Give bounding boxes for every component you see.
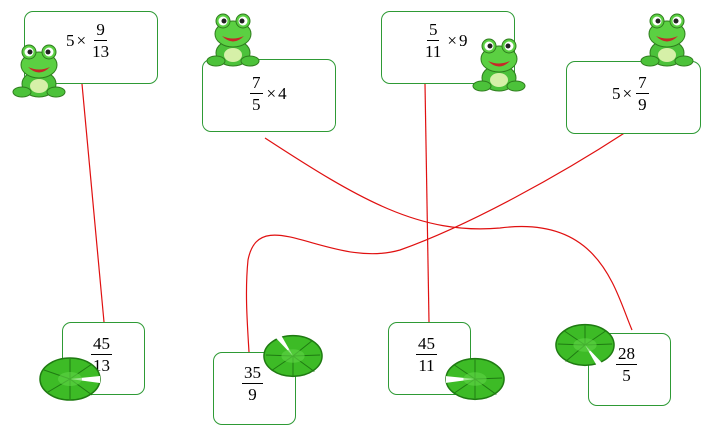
times-sign: × (447, 30, 457, 50)
denominator: 9 (248, 385, 257, 404)
question-box-2[interactable] (202, 59, 336, 132)
numerator: 45 (91, 334, 112, 355)
fraction: 9 13 (90, 20, 111, 61)
numerator: 45 (416, 334, 437, 355)
answer-fraction-3: 45 11 (414, 334, 439, 375)
lily-pad-icon (263, 334, 323, 378)
question-expression-4: 5 × 7 9 (612, 73, 651, 114)
lily-pad-icon (445, 357, 505, 401)
match-line-q4-a2 (245, 131, 627, 353)
frog-icon (640, 13, 694, 67)
denominator: 5 (622, 366, 631, 385)
whole-number: 9 (458, 30, 468, 50)
denominator: 13 (92, 42, 110, 61)
denominator: 9 (638, 95, 647, 114)
denominator: 5 (252, 95, 261, 114)
question-expression-1: 5 × 9 13 (66, 20, 113, 61)
fraction: 35 9 (242, 363, 263, 404)
numerator: 35 (242, 363, 263, 384)
frog-icon (472, 38, 526, 92)
fraction: 5 11 (423, 20, 443, 61)
numerator: 28 (616, 344, 637, 365)
frog-icon (206, 13, 260, 67)
question-box-4[interactable] (566, 61, 701, 134)
whole-number: 5 (612, 83, 621, 103)
frog-icon (12, 44, 66, 98)
question-expression-2: 7 5 × 4 (248, 73, 287, 114)
question-expression-3: 5 11 × 9 (421, 20, 467, 61)
fraction: 7 5 (250, 73, 263, 114)
fraction: 7 9 (636, 73, 649, 114)
whole-number: 5 (66, 30, 75, 50)
times-sign: × (266, 83, 277, 103)
lily-pad-icon (555, 323, 615, 367)
answer-fraction-4: 28 5 (614, 344, 639, 385)
whole-number: 4 (278, 83, 287, 103)
fraction: 45 11 (416, 334, 437, 375)
denominator: 11 (418, 356, 435, 375)
match-line-q2-a4 (264, 137, 633, 331)
answer-fraction-2: 35 9 (240, 363, 265, 404)
times-sign: × (76, 30, 87, 50)
lily-pad-icon (39, 357, 101, 401)
denominator: 11 (425, 42, 442, 61)
match-line-q1-a1 (81, 83, 105, 323)
times-sign: × (622, 83, 633, 103)
numerator: 5 (426, 20, 440, 41)
fraction: 28 5 (616, 344, 637, 385)
numerator: 7 (636, 73, 649, 94)
numerator: 7 (250, 73, 263, 94)
match-line-q3-a3 (424, 83, 430, 323)
numerator: 9 (94, 20, 107, 41)
